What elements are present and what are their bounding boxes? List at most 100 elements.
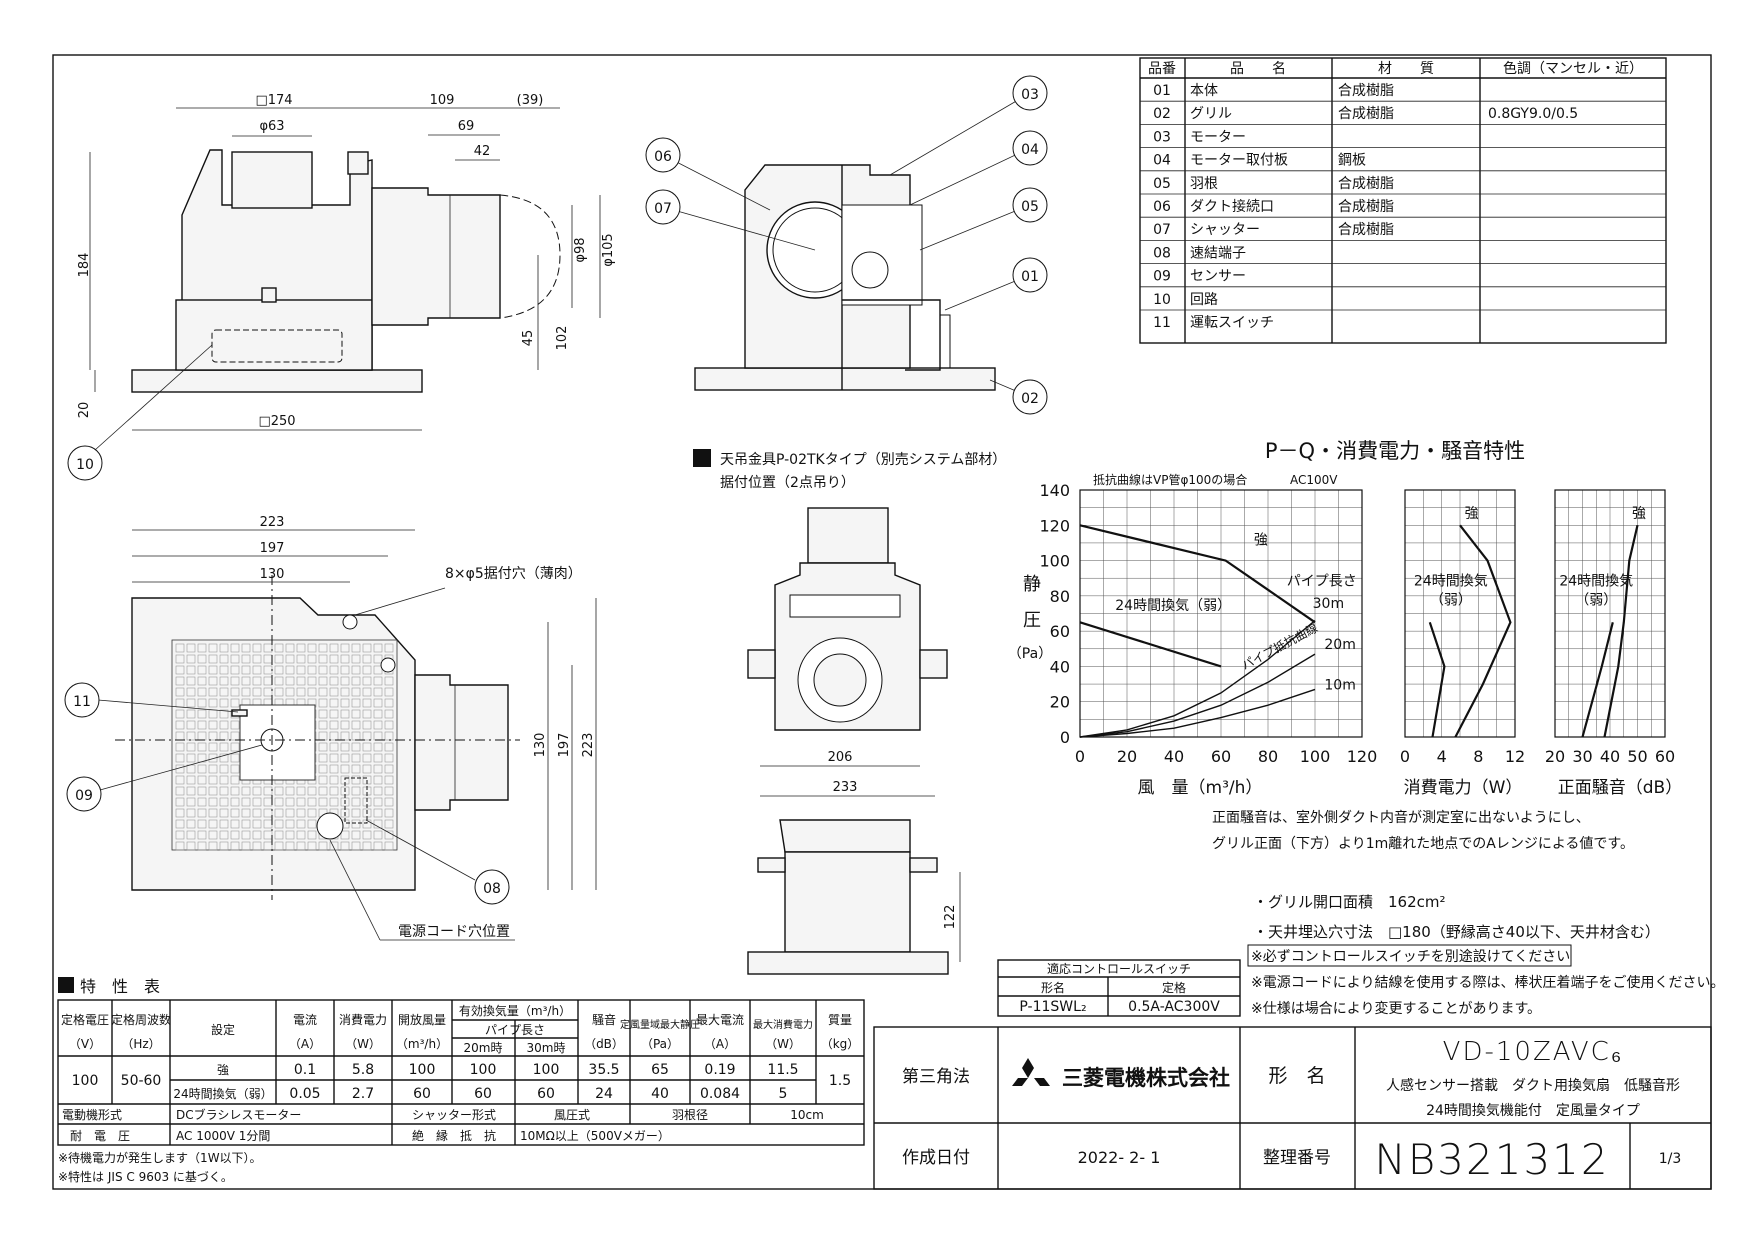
x-tick-label: 0 <box>1400 747 1410 766</box>
char-cell-power: 2.7 <box>352 1086 374 1102</box>
bracket-views: 天吊金具P-02TKタイプ（別売システム部材） 据付位置（2点吊り） 206 2… <box>693 449 1006 975</box>
dim-69: 69 <box>458 119 475 134</box>
series-line-0 <box>1079 524 1316 624</box>
dim-39: (39) <box>517 93 544 108</box>
x-tick-label: 12 <box>1505 747 1525 766</box>
plot-frame <box>1554 489 1666 738</box>
mitsubishi-logo-icon <box>1012 1058 1050 1086</box>
x-tick-label: 50 <box>1627 747 1647 766</box>
char-cell-noise: 24 <box>595 1086 613 1102</box>
u-power: （W） <box>345 1037 381 1051</box>
char-cell-current: 0.1 <box>294 1062 316 1078</box>
h-effective: 有効換気量（m³/h） <box>459 1003 571 1018</box>
dim-plan-v197: 197 <box>557 733 572 758</box>
char-cell-m30: 60 <box>537 1086 555 1102</box>
model-number: VD-10ZAVC₆ <box>1443 1037 1624 1067</box>
note-spec-change: ※仕様は場合により変更することがあります。 <box>1251 1000 1541 1017</box>
control-switch-rating: 0.5A-AC300V <box>1128 999 1220 1015</box>
sheet-number: 1/3 <box>1659 1151 1682 1167</box>
parts-header-name: 品 名 <box>1230 61 1286 77</box>
parts-row-material: 鋼板 <box>1338 153 1366 169</box>
u-max-current: （A） <box>704 1037 736 1051</box>
parts-row-name: 回路 <box>1190 292 1218 308</box>
series-label-weak: 24時間換気 <box>1414 573 1488 589</box>
parts-row-name: ダクト接続口 <box>1190 198 1274 215</box>
shutter-value: 風圧式 <box>554 1108 590 1122</box>
dim-184: 184 <box>77 253 92 278</box>
x-tick-label: 30 <box>1572 747 1592 766</box>
control-switch-col2: 定格 <box>1162 980 1186 995</box>
parts-row-no: 10 <box>1153 292 1171 308</box>
u-freq: （Hz） <box>121 1037 160 1051</box>
bracket-subtitle: 据付位置（2点吊り） <box>720 475 855 491</box>
dim-plan-130: 130 <box>260 567 285 582</box>
series-line-0 <box>1603 525 1639 738</box>
series-line-3 <box>1079 653 1316 738</box>
h-mass: 質量 <box>828 1012 852 1027</box>
x-tick-label: 8 <box>1473 747 1483 766</box>
h-static-pressure: 定風量域最大静圧 <box>620 1018 700 1031</box>
series-label-10m: 10m <box>1324 677 1355 693</box>
callout-10-label: 10 <box>76 457 94 473</box>
callout-11 <box>64 682 100 718</box>
control-switch-model: P-11SWL₂ <box>1019 999 1086 1015</box>
cord-hole-label: 電源コード穴位置 <box>398 924 510 940</box>
parts-row-material: 合成樹脂 <box>1338 106 1394 122</box>
shutter-label: シャッター形式 <box>412 1108 496 1122</box>
series-line-2 <box>1079 620 1316 738</box>
section-view <box>694 164 996 391</box>
y-tick-label: 80 <box>1050 587 1070 606</box>
bracket-square-bullet <box>693 449 711 467</box>
u-open: （m³/h） <box>396 1037 448 1051</box>
callout-label-02: 02 <box>1021 391 1039 407</box>
parts-row-name: 本体 <box>1190 83 1218 99</box>
footnote-standby: ※待機電力が発生します（1W以下）。 <box>58 1150 262 1165</box>
characteristics-bullet <box>58 977 74 993</box>
series-label-weak: 24時間換気 <box>1559 573 1633 589</box>
series-line-0 <box>1454 524 1512 738</box>
char-cell-open: 60 <box>413 1086 431 1102</box>
characteristics-table: 特 性 表 定格電圧 （V） 定格周波数 （Hz） 設定 電流 （A） <box>57 977 865 1184</box>
withstand-value: AC 1000V 1分間 <box>176 1129 270 1143</box>
y-tick-label: 120 <box>1039 516 1070 535</box>
callout-circle-03 <box>1012 75 1048 111</box>
val-voltage: 100 <box>72 1073 99 1089</box>
parts-row-no: 06 <box>1153 199 1171 215</box>
bracket-title: 天吊金具P-02TKタイプ（別売システム部材） <box>720 452 1006 468</box>
u-voltage: （V） <box>69 1037 101 1051</box>
parts-row-material: 合成樹脂 <box>1338 222 1394 238</box>
series-line-4 <box>1079 688 1316 738</box>
char-cell-open: 100 <box>409 1062 436 1078</box>
char-cell-maxp: 5 <box>779 1086 788 1102</box>
dim-109: 109 <box>430 93 455 108</box>
series-label-strong: 強 <box>1465 506 1479 522</box>
parts-row-name: センサー <box>1190 269 1246 285</box>
note-control-switch: ※必ずコントロールスイッチを別途設けてください <box>1251 948 1570 965</box>
series-label-weak-sub: （弱） <box>1430 593 1472 609</box>
callout-09-label: 09 <box>75 788 93 804</box>
series-label-30m: 30m <box>1313 596 1344 612</box>
parts-row-material: 合成樹脂 <box>1338 176 1394 192</box>
dim-20: 20 <box>77 402 92 419</box>
callout-label-06: 06 <box>654 149 672 165</box>
blade-label: 羽根径 <box>672 1108 708 1122</box>
h-current: 電流 <box>293 1013 317 1027</box>
callout-circle-02 <box>1012 379 1048 415</box>
dim-plan-197: 197 <box>260 541 285 556</box>
parts-header-color: 色調（マンセル・近） <box>1503 60 1643 77</box>
series-label-weak: 24時間換気（弱） <box>1115 598 1231 614</box>
x-tick-label: 60 <box>1655 747 1675 766</box>
x-tick-label: 100 <box>1300 747 1331 766</box>
holes-label: 8×φ5据付穴（薄肉） <box>445 566 582 582</box>
parts-row-no: 02 <box>1153 106 1171 122</box>
y-label-char-1: 静 <box>1023 574 1041 595</box>
insulation-label: 絶 縁 抵 抗 <box>412 1128 496 1143</box>
char-cell-m20: 100 <box>470 1062 497 1078</box>
callout-circle-01 <box>1012 257 1048 293</box>
projection-method: 第三角法 <box>902 1067 970 1087</box>
callout-11-label: 11 <box>73 694 91 710</box>
series-label-strong: 強 <box>1254 533 1268 549</box>
dim-plan-223: 223 <box>260 515 285 530</box>
